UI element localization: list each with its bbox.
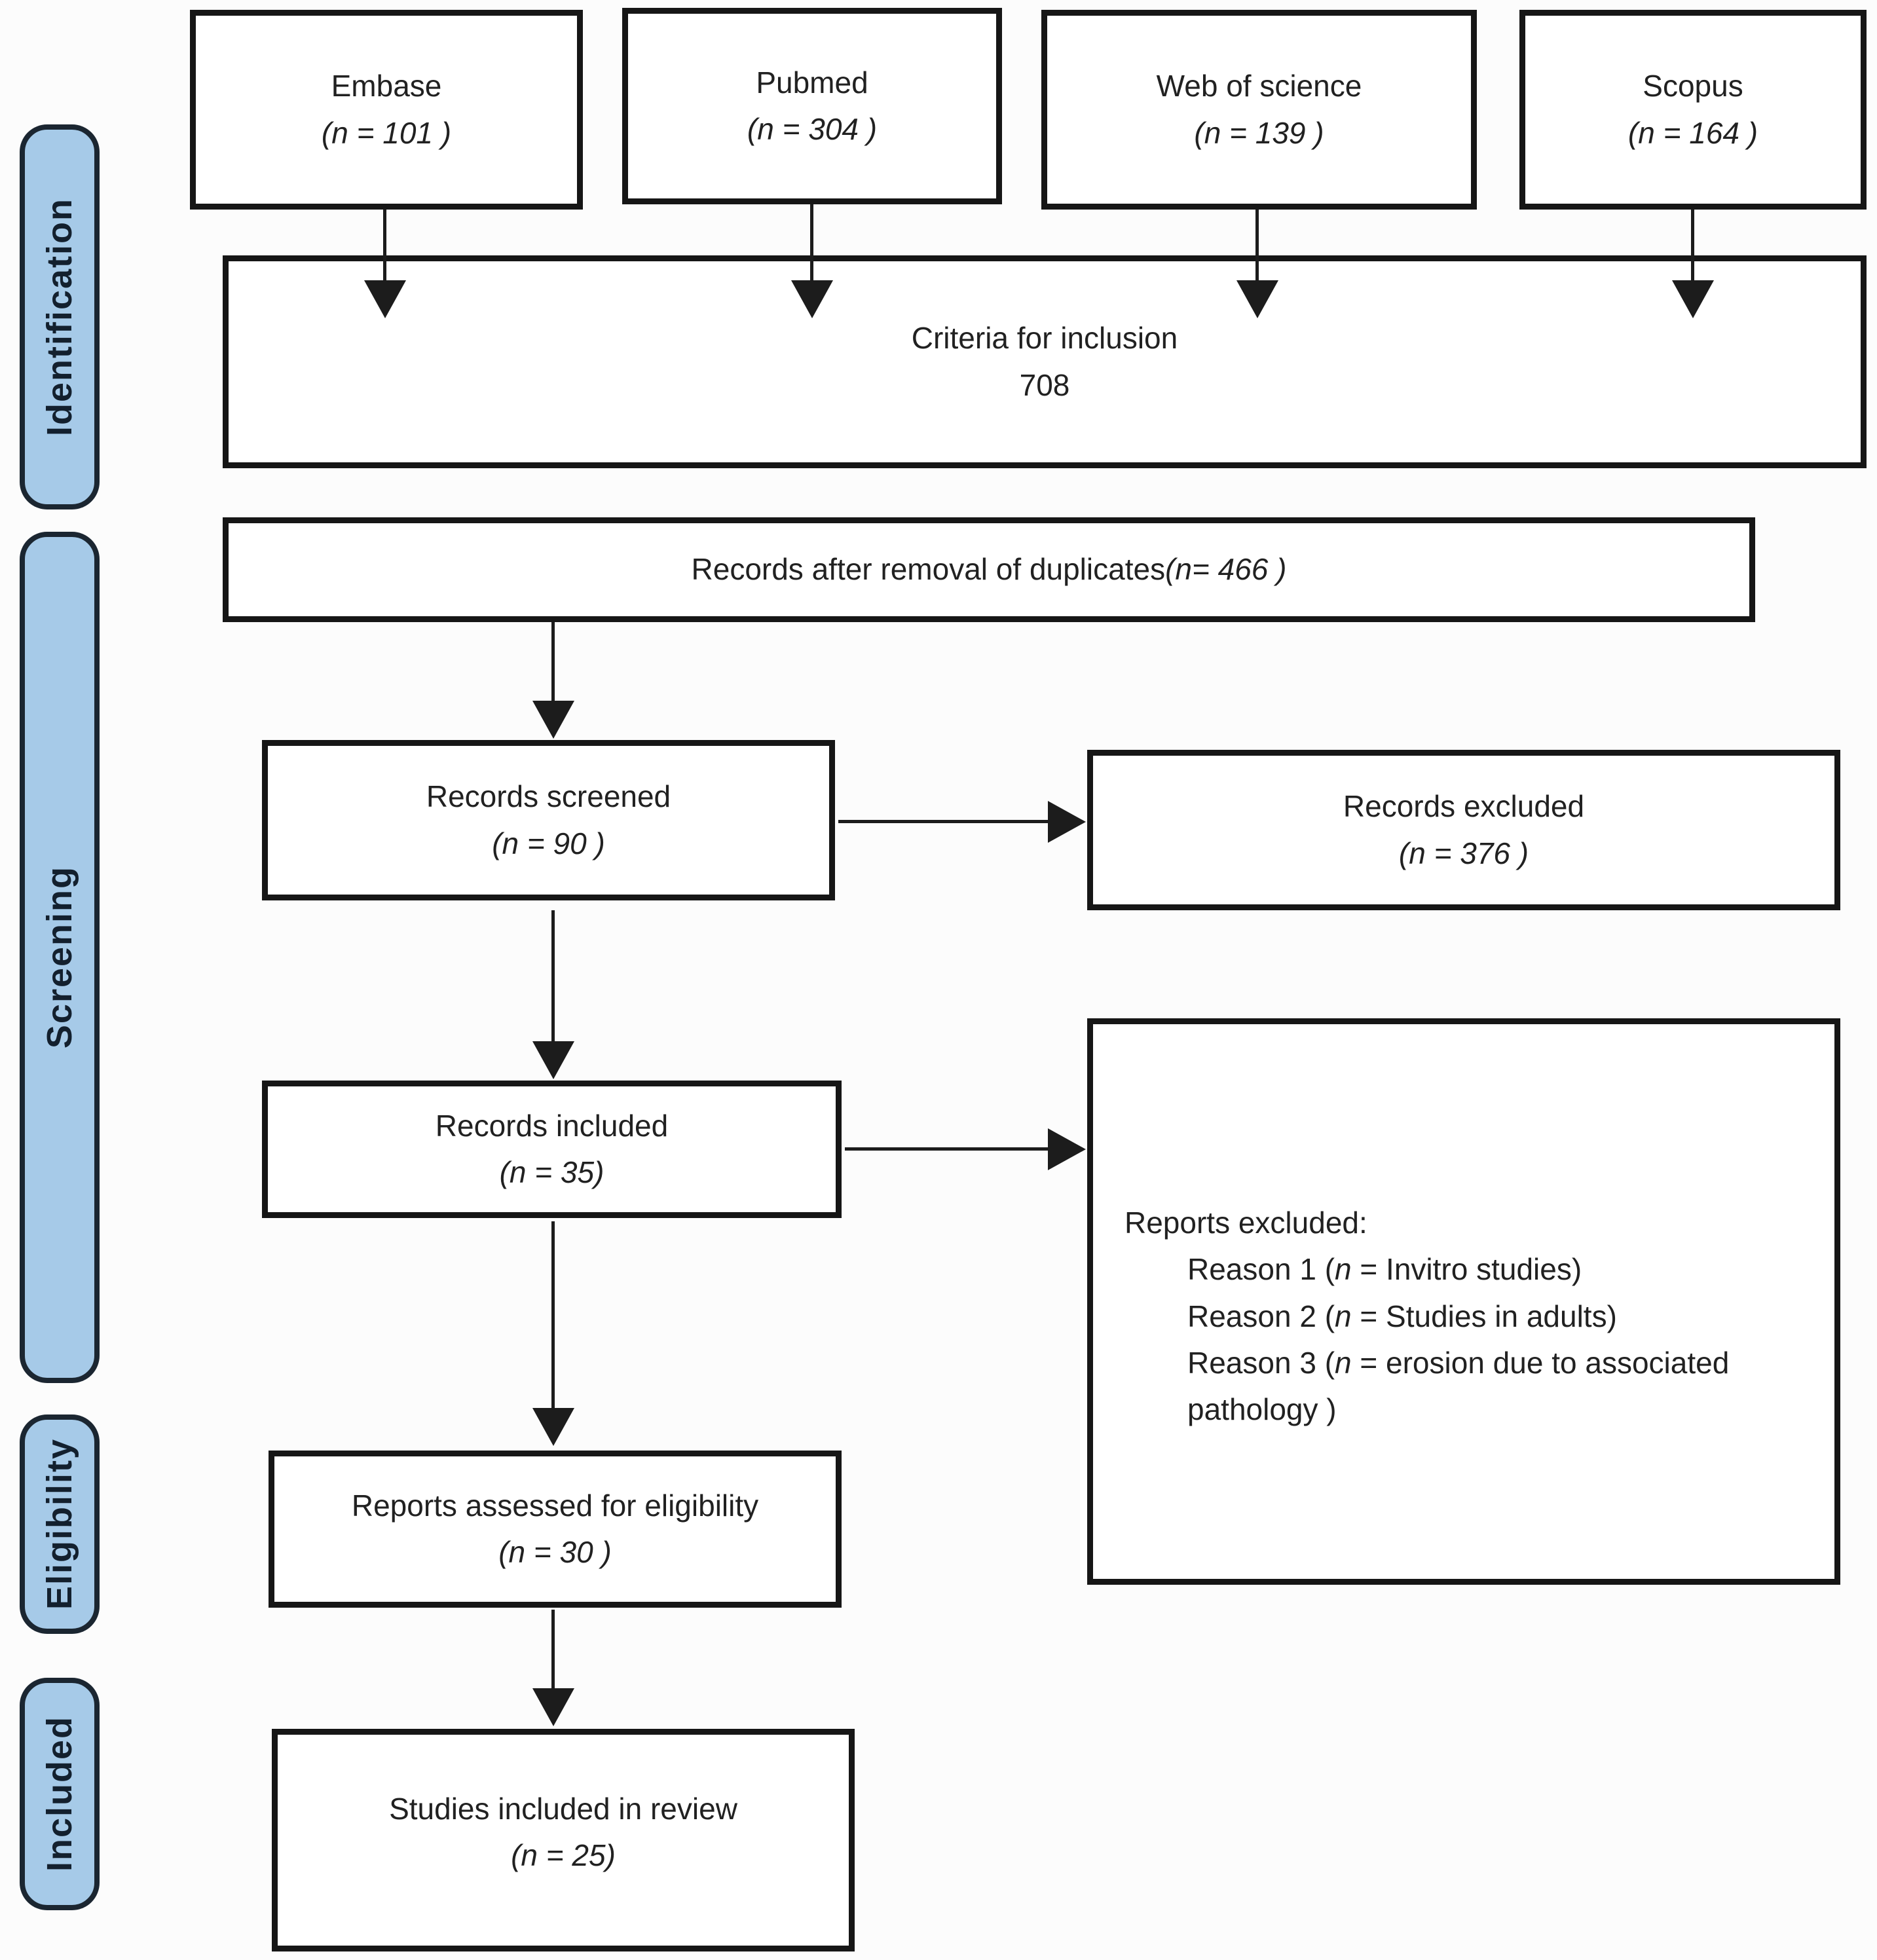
included-name: Records included bbox=[435, 1108, 669, 1143]
duplicates-count: (n= 466 ) bbox=[1165, 552, 1287, 587]
source-box-embase: Embase (n = 101 ) bbox=[190, 10, 583, 210]
source-count: (n = 139 ) bbox=[1194, 115, 1324, 150]
arrow-scopus-line bbox=[1691, 210, 1694, 282]
arrow-assessed-to-studies-head bbox=[532, 1688, 574, 1726]
reports-excluded-title: Reports excluded: bbox=[1124, 1206, 1367, 1240]
stage-tab-eligibility: Eligibility bbox=[20, 1415, 100, 1634]
source-box-web-of-science: Web of science (n = 139 ) bbox=[1041, 10, 1477, 210]
included-count: (n = 35) bbox=[499, 1155, 604, 1189]
reports-excluded-reason-3: Reason 3 (n = erosion due to associated … bbox=[1187, 1340, 1810, 1433]
duplicates-box: Records after removal of duplicates (n= … bbox=[223, 517, 1755, 622]
reports-excluded-reason-1: Reason 1 (n = Invitro studies) bbox=[1187, 1246, 1582, 1293]
source-name: Web of science bbox=[1156, 69, 1362, 103]
arrow-embase-line bbox=[383, 210, 386, 282]
arrow-duplicates-to-screened-line bbox=[551, 622, 555, 702]
assessed-count: (n = 30 ) bbox=[498, 1535, 612, 1569]
stage-tab-included: Included bbox=[20, 1678, 100, 1910]
source-name: Embase bbox=[331, 69, 442, 103]
stage-tab-label: Eligibility bbox=[40, 1438, 79, 1610]
reason-after: = Invitro studies) bbox=[1351, 1252, 1582, 1287]
arrow-included-to-reports-excluded-line bbox=[845, 1147, 1049, 1151]
arrow-included-to-assessed-head bbox=[532, 1408, 574, 1446]
criteria-line1: Criteria for inclusion bbox=[911, 321, 1178, 356]
source-name: Scopus bbox=[1643, 69, 1743, 103]
reason-n: n bbox=[1335, 1299, 1352, 1333]
duplicates-text: Records after removal of duplicates bbox=[691, 552, 1166, 587]
source-count: (n = 304 ) bbox=[747, 112, 878, 146]
screened-box: Records screened (n = 90 ) bbox=[262, 740, 835, 900]
stage-tab-identification: Identification bbox=[20, 124, 100, 509]
source-count: (n = 164 ) bbox=[1627, 115, 1758, 150]
excluded-name: Records excluded bbox=[1343, 789, 1585, 824]
arrow-screened-to-included-line bbox=[551, 910, 555, 1043]
stage-tab-label: Identification bbox=[40, 198, 79, 436]
source-box-scopus: Scopus (n = 164 ) bbox=[1519, 10, 1867, 210]
source-count: (n = 101 ) bbox=[321, 115, 452, 150]
arrow-screened-to-included-head bbox=[532, 1041, 574, 1079]
screened-count: (n = 90 ) bbox=[492, 826, 605, 860]
included-box: Records included (n = 35) bbox=[262, 1081, 842, 1218]
reason-before: Reason 1 ( bbox=[1187, 1252, 1335, 1287]
source-name: Pubmed bbox=[756, 65, 868, 100]
source-box-pubmed: Pubmed (n = 304 ) bbox=[622, 8, 1002, 204]
arrow-web-of-science-head bbox=[1236, 280, 1278, 318]
reason-n: n bbox=[1335, 1252, 1352, 1287]
excluded-count: (n = 376 ) bbox=[1398, 836, 1529, 870]
arrow-duplicates-to-screened-head bbox=[532, 701, 574, 739]
arrow-included-to-reports-excluded-head bbox=[1048, 1128, 1086, 1170]
reason-after: = Studies in adults) bbox=[1351, 1299, 1617, 1333]
studies-box: Studies included in review (n = 25) bbox=[272, 1729, 855, 1951]
criteria-line2: 708 bbox=[1019, 367, 1070, 402]
stage-tab-label: Included bbox=[40, 1716, 79, 1872]
reason-after: = erosion due to associated pathology ) bbox=[1187, 1345, 1730, 1427]
arrow-included-to-assessed-line bbox=[551, 1221, 555, 1409]
reason-before: Reason 2 ( bbox=[1187, 1299, 1335, 1333]
reason-n: n bbox=[1335, 1345, 1352, 1380]
stage-tab-screening: Screening bbox=[20, 532, 100, 1383]
arrow-embase-head bbox=[364, 280, 406, 318]
screened-name: Records screened bbox=[426, 779, 671, 814]
arrow-web-of-science-line bbox=[1255, 210, 1259, 282]
arrow-scopus-head bbox=[1672, 280, 1714, 318]
reason-before: Reason 3 ( bbox=[1187, 1345, 1335, 1380]
reports-excluded-reason-2: Reason 2 (n = Studies in adults) bbox=[1187, 1293, 1617, 1340]
reports-excluded-box: Reports excluded: Reason 1 (n = Invitro … bbox=[1087, 1018, 1840, 1585]
assessed-name: Reports assessed for eligibility bbox=[351, 1488, 759, 1523]
excluded-box: Records excluded (n = 376 ) bbox=[1087, 750, 1840, 910]
stage-tab-label: Screening bbox=[40, 866, 79, 1049]
studies-count: (n = 25) bbox=[511, 1838, 616, 1873]
arrow-pubmed-head bbox=[791, 280, 833, 318]
arrow-screened-to-excluded-head bbox=[1048, 801, 1086, 843]
assessed-box: Reports assessed for eligibility (n = 30… bbox=[269, 1451, 842, 1608]
arrow-screened-to-excluded-line bbox=[838, 820, 1049, 823]
studies-name: Studies included in review bbox=[389, 1792, 737, 1826]
arrow-pubmed-line bbox=[810, 204, 813, 282]
arrow-assessed-to-studies-line bbox=[551, 1610, 555, 1690]
criteria-box: Criteria for inclusion 708 bbox=[223, 255, 1867, 468]
